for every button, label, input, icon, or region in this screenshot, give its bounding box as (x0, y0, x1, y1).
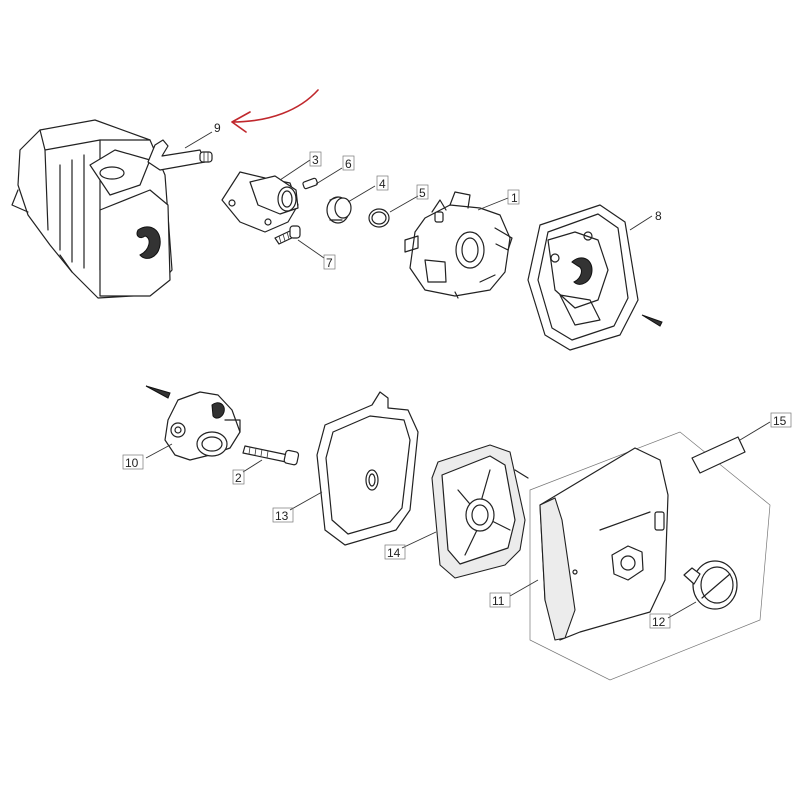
svg-text:1: 1 (511, 191, 518, 205)
callout-labels: 9 3 6 4 5 1 8 7 10 (122, 121, 792, 629)
direction-arrow-icon (145, 385, 171, 399)
impulse-hose-part (147, 139, 213, 171)
svg-text:11: 11 (492, 594, 505, 608)
choke-part (164, 391, 241, 461)
callout-12: 12 (649, 613, 671, 629)
callout-6: 6 (342, 155, 355, 171)
svg-text:8: 8 (655, 209, 662, 223)
svg-text:2: 2 (235, 471, 242, 485)
nipple-part (302, 177, 318, 190)
carburetor-part (404, 191, 513, 299)
filter-cover-part (529, 431, 771, 681)
callout-3: 3 (309, 151, 322, 167)
svg-text:13: 13 (275, 509, 289, 523)
cylinder-part (11, 119, 173, 299)
callout-13: 13 (272, 507, 294, 523)
callout-15: 15 (770, 412, 792, 428)
svg-text:12: 12 (652, 615, 666, 629)
svg-text:10: 10 (125, 456, 139, 470)
callout-11: 11 (489, 592, 511, 608)
gasket-frame-part (316, 391, 419, 546)
o-ring-part (368, 208, 390, 228)
svg-text:14: 14 (387, 546, 401, 560)
cover-knob-part (683, 560, 738, 610)
svg-text:15: 15 (773, 414, 787, 428)
sleeve-part (326, 196, 352, 224)
air-filter-part (431, 444, 529, 579)
svg-text:5: 5 (419, 186, 426, 200)
callout-14: 14 (384, 544, 406, 560)
callout-4: 4 (376, 175, 389, 191)
long-screw-part (242, 445, 300, 466)
highlight-arrow-icon (231, 89, 319, 133)
svg-text:9: 9 (214, 121, 221, 135)
callout-2: 2 (232, 469, 245, 485)
svg-text:4: 4 (379, 177, 386, 191)
callout-7: 7 (323, 254, 336, 270)
leader-lines (145, 131, 771, 619)
callout-1: 1 (507, 189, 520, 205)
callout-9: 9 (214, 121, 221, 135)
direction-arrow-icon (641, 314, 663, 327)
svg-text:6: 6 (345, 157, 352, 171)
callout-5: 5 (416, 184, 429, 200)
callout-8: 8 (655, 209, 662, 223)
manifold-screw-part (274, 225, 301, 245)
svg-text:7: 7 (326, 256, 333, 270)
label-sticker-part (691, 436, 746, 474)
intake-manifold-part (221, 171, 299, 233)
filter-holder-part (527, 204, 639, 351)
callout-10: 10 (122, 454, 144, 470)
svg-text:3: 3 (312, 153, 319, 167)
